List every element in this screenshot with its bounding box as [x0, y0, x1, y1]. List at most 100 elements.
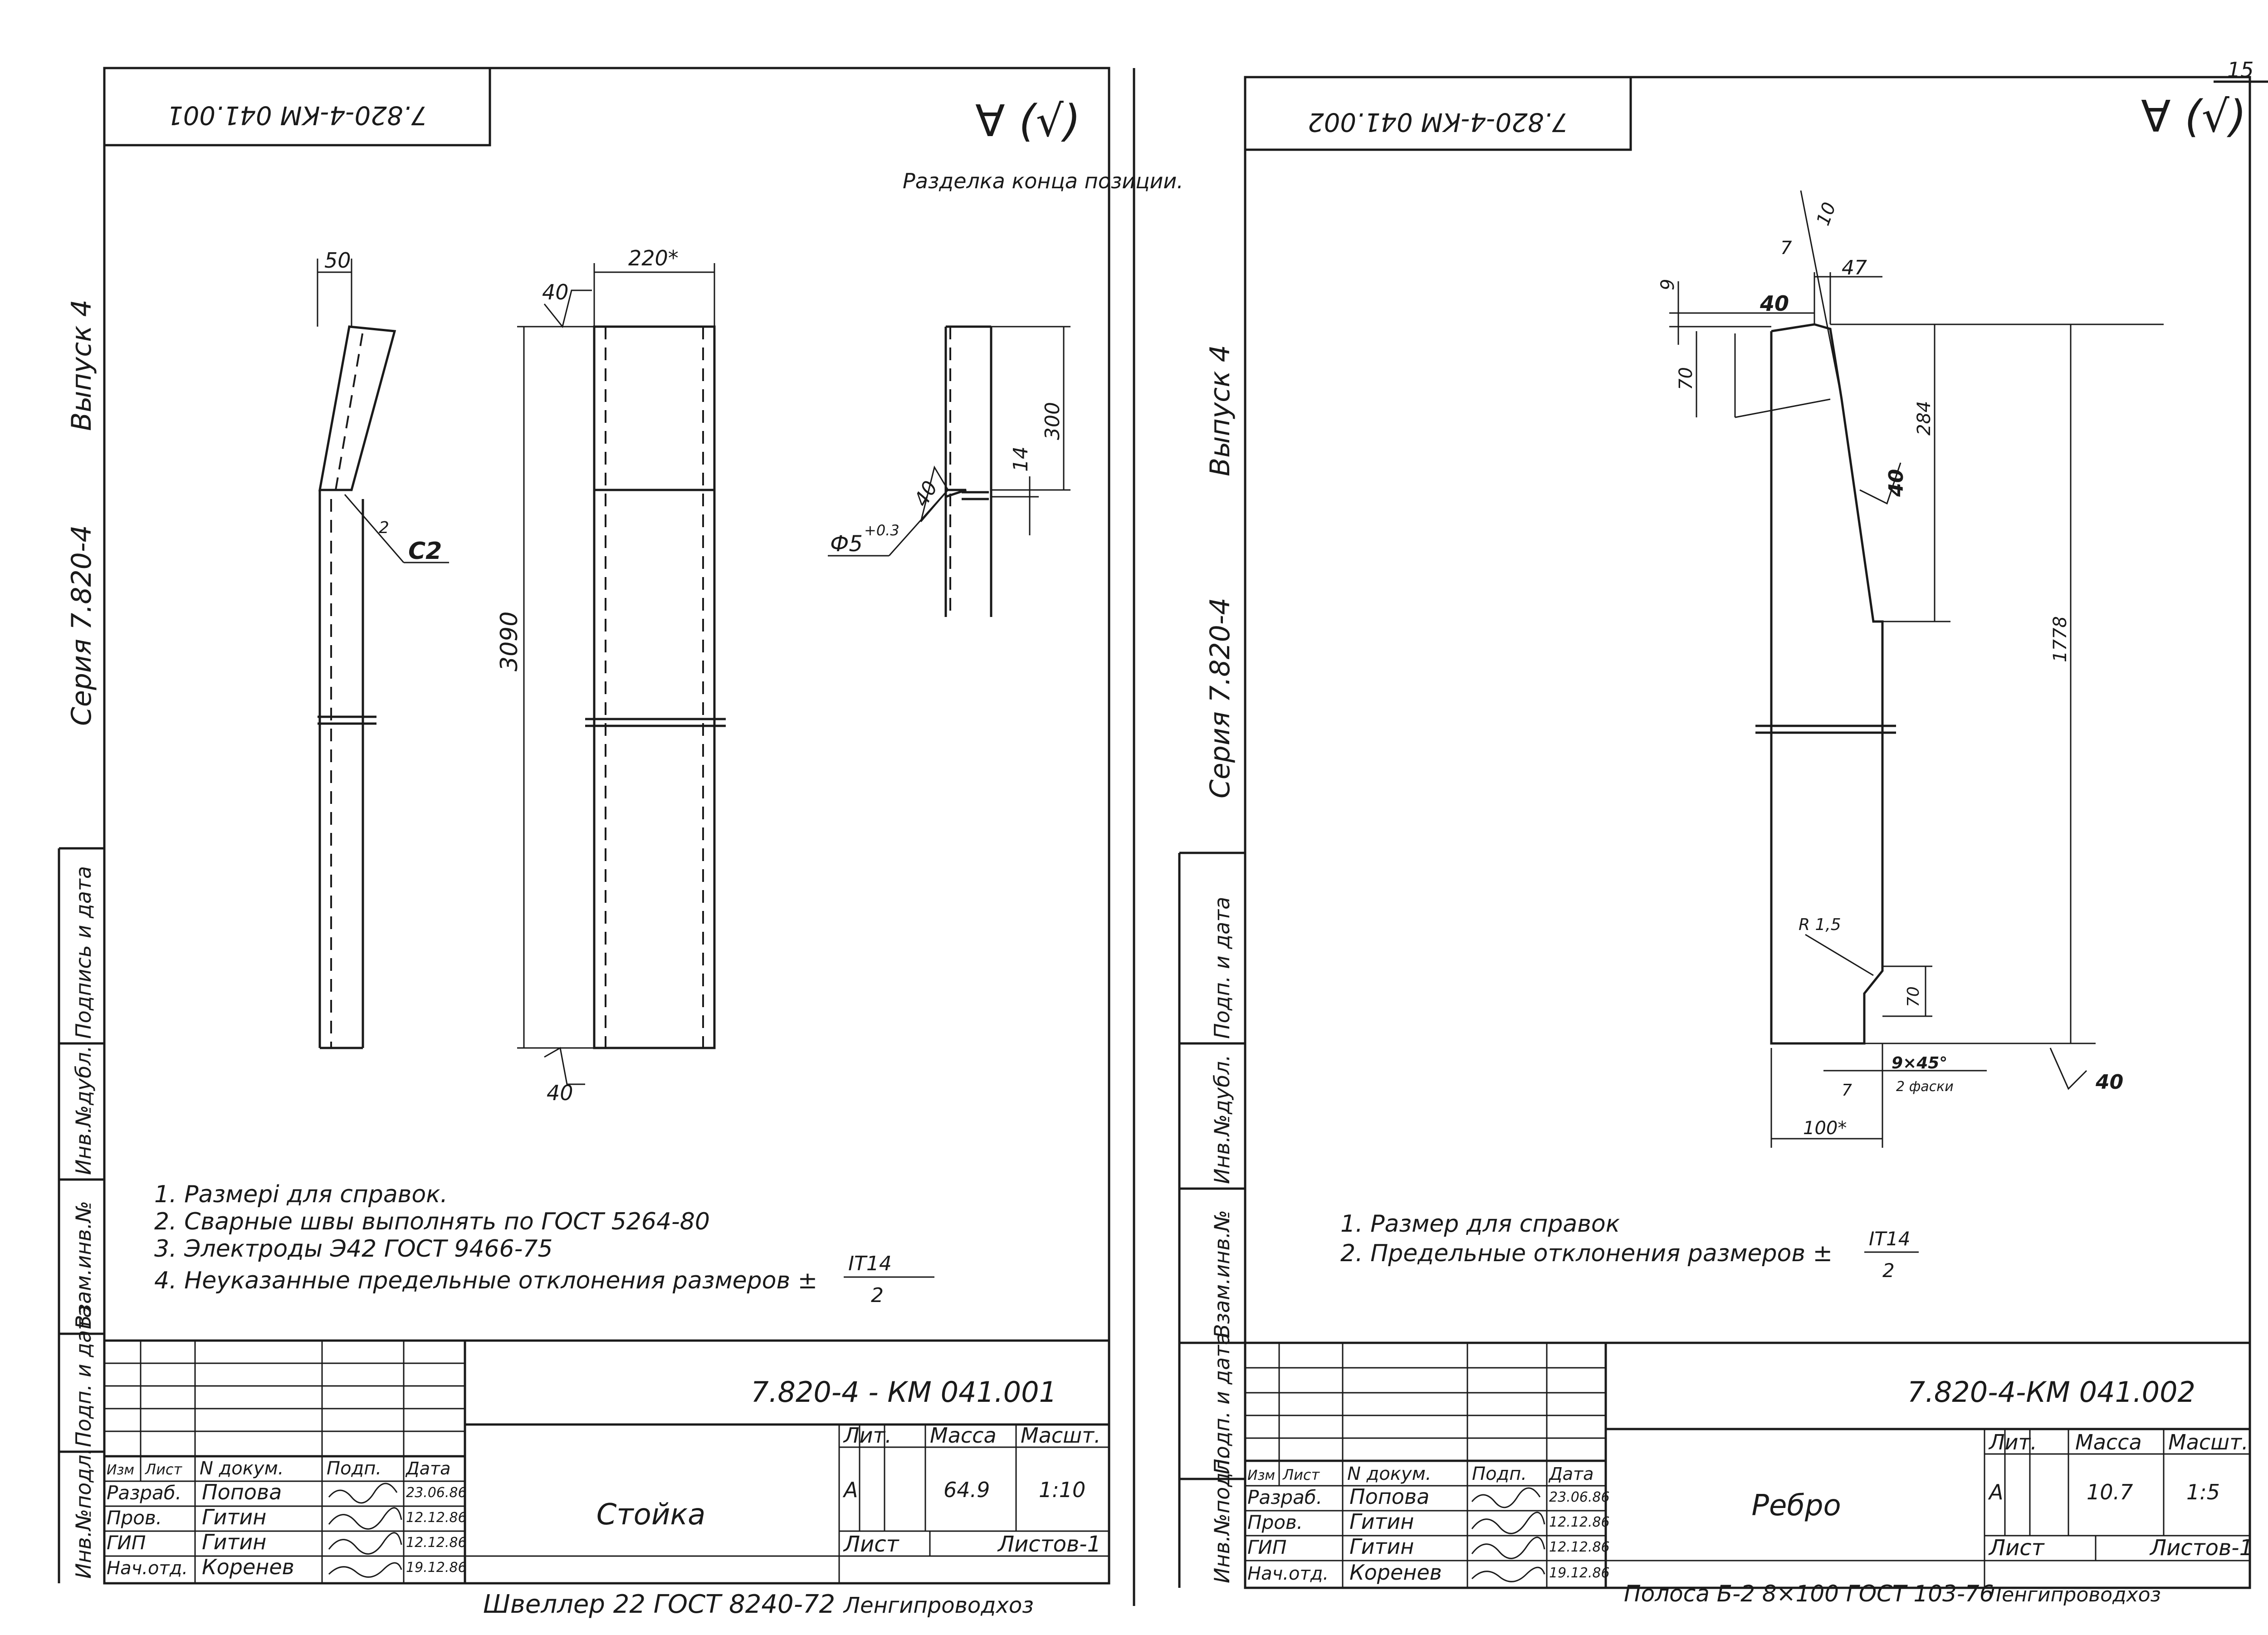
right-roughness-mark: ∀ (√) [2141, 91, 2246, 142]
left-sheet: 7.820-4-КМ 041.001 Выпуск 4 Серия 7.820-… [58, 67, 1183, 1619]
dim-70-top: 70 [1676, 367, 1696, 390]
right-row2-role: Пров. [1247, 1511, 1303, 1533]
right-podp-data2-label: Подп. и дата [1210, 1332, 1234, 1474]
dim-c2-num: 2 [379, 519, 389, 537]
dim-40a: 40 [1760, 291, 1789, 316]
right-org: Ленгипроводхоз [1986, 1583, 2161, 1606]
left-row2-name: Гитин [202, 1505, 266, 1529]
left-frame [103, 67, 1110, 1585]
left-top-stamp [103, 67, 491, 147]
left-row2-date: 12.12.86 [406, 1510, 467, 1526]
dim-phi5: Ф5 [830, 531, 863, 557]
left-stamp-code: 7.820-4-КМ 041.001 [167, 100, 427, 130]
left-title-block: 7.820-4 - КМ 041.001 Изм Лист N докум. П… [104, 1339, 1109, 1619]
right-note-fraction-num: IT14 [1869, 1228, 1911, 1250]
left-issue-label: Выпуск 4 [66, 299, 98, 431]
left-series-label: Серия 7.820-4 [66, 525, 98, 726]
right-row2-name: Гитин [1349, 1509, 1414, 1534]
right-row3-signature [1471, 1537, 1545, 1559]
dim-284: 284 [1914, 401, 1935, 436]
left-row4-date: 19.12.86 [406, 1560, 467, 1576]
right-lit-label: Лит. [1988, 1430, 2037, 1454]
left-hdr-list: Лист [145, 1461, 182, 1478]
left-row1-signature [328, 1483, 398, 1504]
left-row3-date: 12.12.86 [406, 1535, 467, 1551]
dim-10: 10 [1813, 200, 1840, 229]
rebro-view: 9 40 7 10 47 70 284 40 1778 R 1,5 70 40 … [1657, 190, 2164, 1148]
left-sheets-label: Листов-1 [997, 1532, 1101, 1557]
dim-7-top: 7 [1780, 238, 1792, 259]
dim-phi5-tol: +0.3 [864, 522, 899, 539]
right-hdr-izm: Изм [1247, 1468, 1275, 1483]
right-hdr-ndok: N докум. [1347, 1464, 1432, 1484]
right-row1-date: 23.06.86 [1549, 1489, 1610, 1505]
dim-40-weld: 40 [909, 477, 942, 511]
left-row3-signature [328, 1532, 402, 1555]
left-roughness-mark: ∀ (√) [975, 96, 1080, 147]
left-podp-data-label: Подп. и дата [71, 1305, 96, 1447]
left-row1-date: 23.06.86 [406, 1485, 467, 1501]
right-row1-name: Попова [1349, 1484, 1429, 1509]
left-row2-signature [328, 1507, 402, 1530]
left-mass: 64.9 [943, 1478, 990, 1502]
left-lit: А [842, 1478, 858, 1502]
right-row3-role: ГИП [1247, 1536, 1286, 1558]
right-frame [1244, 76, 2251, 1589]
right-row3-date: 12.12.86 [1549, 1539, 1610, 1555]
dim-47: 47 [1842, 256, 1867, 279]
left-detail-caption: Разделка конца позиции. [903, 169, 1183, 193]
dim-40c: 40 [2095, 1071, 2123, 1094]
right-mass: 10.7 [2087, 1480, 2133, 1504]
right-row4-signature [1471, 1566, 1545, 1582]
dim-50: 50 [324, 248, 351, 273]
left-row4-role: Нач.отд. [107, 1558, 188, 1579]
dim-100: 100* [1803, 1118, 1847, 1139]
dim-40-top: 40 [542, 280, 569, 304]
right-hdr-podp: Подп. [1472, 1464, 1527, 1484]
right-row2-signature [1471, 1512, 1545, 1534]
left-note-1: 1. Размерi для справок. [154, 1181, 448, 1208]
dim-chamfer: 9×45° [1892, 1054, 1947, 1072]
right-mass-label: Масса [2075, 1430, 2142, 1454]
left-row3-name: Гитин [202, 1530, 266, 1554]
left-org: Ленгипроводхоз [843, 1593, 1034, 1618]
dim-1778: 1778 [2050, 616, 2071, 662]
stoika-side-view: 50 2 С2 [317, 248, 449, 1049]
stoika-end-detail: 300 14 40 Ф5 +0.3 [828, 325, 1070, 617]
right-doc-code: 7.820-4-КМ 041.002 [1907, 1376, 2195, 1409]
left-scale: 1:10 [1039, 1478, 1085, 1502]
dim-7-bottom: 7 [1842, 1081, 1852, 1100]
right-podp-data-label: Подп. и дата [1210, 897, 1234, 1039]
dim-14: 14 [1009, 446, 1032, 472]
right-scale-label: Масшт. [2168, 1430, 2248, 1454]
right-sheets-label: Листов-1 [2149, 1535, 2253, 1561]
left-inv-dubl-label: Инв.№дубл. [71, 1046, 96, 1175]
right-series-label: Серия 7.820-4 [1204, 597, 1236, 798]
right-inv-dubl-label: Инв.№дубл. [1210, 1055, 1234, 1184]
left-lit-label: Лит. [843, 1423, 892, 1448]
dim-c2: С2 [408, 538, 442, 565]
left-hdr-izm: Изм [107, 1462, 134, 1478]
right-row1-signature [1471, 1487, 1541, 1508]
left-sign-date-label: Подпись и дата [71, 866, 96, 1039]
dim-3090: 3090 [496, 612, 523, 671]
right-lit: А [1988, 1480, 2003, 1504]
left-item-name: Стойка [596, 1498, 706, 1532]
left-doc-code: 7.820-4 - КМ 041.001 [751, 1376, 1057, 1409]
right-row4-date: 19.12.86 [1549, 1565, 1610, 1581]
left-note-fraction-den: 2 [871, 1284, 884, 1307]
right-row1-role: Разраб. [1247, 1486, 1322, 1508]
left-note-2: 2. Сварные швы выполнять по ГОСТ 5264-80 [154, 1208, 710, 1235]
right-stamp-code: 7.820-4-КМ 041.002 [1308, 107, 1568, 137]
left-hdr-podp: Подп. [327, 1458, 381, 1479]
right-material: Полоса Б-2 8×100 ГОСТ 103-76 [1624, 1581, 1994, 1607]
right-inv-podl-label: Инв.№подл. [1210, 1453, 1234, 1583]
left-mass-label: Масса [930, 1423, 997, 1448]
right-item-name: Ребро [1751, 1489, 1841, 1522]
dim-70-bottom: 70 [1904, 986, 1923, 1007]
left-row3-role: ГИП [107, 1532, 146, 1554]
right-scale: 1:5 [2186, 1480, 2220, 1504]
left-scale-label: Масшт. [1021, 1423, 1101, 1448]
left-hdr-ndok: N докум. [200, 1458, 284, 1479]
